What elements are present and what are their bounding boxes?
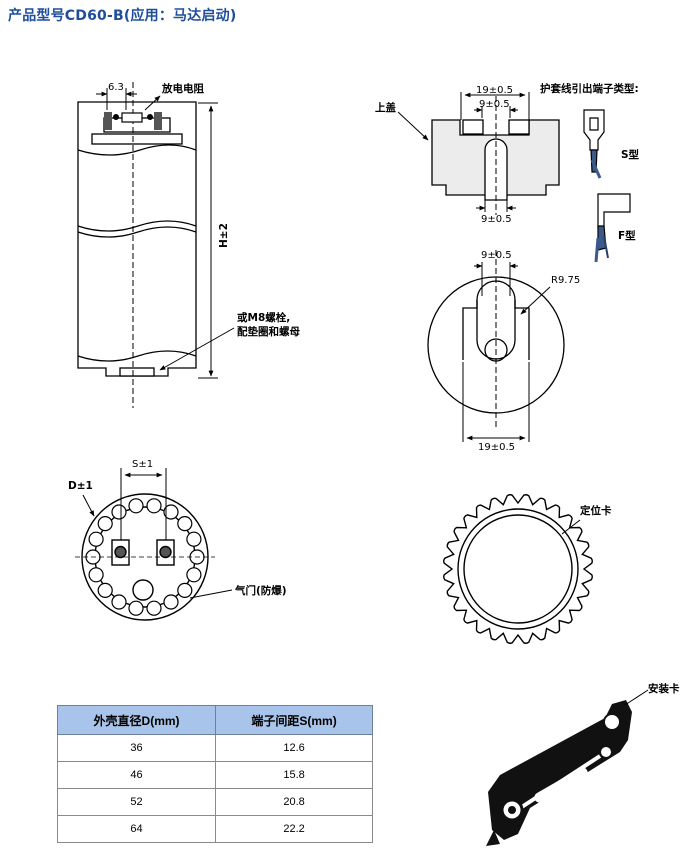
dim-width-63-label: 6.3 xyxy=(108,82,124,93)
capacitor-bottom-view xyxy=(75,493,215,621)
cell-spacing: 12.6 xyxy=(215,734,373,762)
vent-label: 气门(防爆) xyxy=(234,584,287,597)
diameter-label: D±1 xyxy=(68,480,93,492)
header-outer-diameter: 外壳直径D(mm) xyxy=(56,705,217,735)
cell-spacing: 22.2 xyxy=(215,815,373,843)
top-dim-outer-label: 19±0.5 xyxy=(476,85,513,96)
dim-height-label: H±2 xyxy=(218,223,230,248)
top-cover-view xyxy=(431,96,560,215)
top-dim-inner-label: 9±0.5 xyxy=(479,99,510,110)
locating-clip-leader xyxy=(561,519,581,535)
bolt-label-line1: 或M8螺栓, xyxy=(237,311,290,324)
cover-circle-view xyxy=(427,250,565,430)
bolt-label-line2: 配垫圈和螺母 xyxy=(237,325,300,338)
discharge-resistor xyxy=(104,112,162,130)
f-type-label: F型 xyxy=(618,229,636,242)
mounting-clip xyxy=(486,700,632,846)
page-title: 产品型号CD60-B(应用：马达启动) xyxy=(8,8,237,24)
table-row: 36 12.6 xyxy=(56,734,373,762)
cell-diameter: 52 xyxy=(56,788,217,816)
table-row: 64 22.2 xyxy=(56,815,373,843)
capacitor-side-view xyxy=(77,82,197,408)
bolt-leader xyxy=(159,327,235,371)
locating-clip xyxy=(443,494,593,644)
resistor-leader xyxy=(144,95,161,111)
dim-width-63 xyxy=(96,88,137,110)
cell-diameter: 64 xyxy=(56,815,217,843)
radius-label: R9.75 xyxy=(551,275,580,286)
top-cover-dims xyxy=(460,92,530,212)
s-type-terminal xyxy=(583,109,605,179)
top-cover-label: 上盖 xyxy=(375,101,396,114)
table-row: 52 20.8 xyxy=(56,788,373,816)
cell-diameter: 36 xyxy=(56,734,217,762)
header-terminal-spacing: 端子间距S(mm) xyxy=(215,705,373,735)
top-dim-bottom-label: 9±0.5 xyxy=(481,214,512,225)
bottom-view-dims xyxy=(82,468,233,599)
cell-spacing: 20.8 xyxy=(215,788,373,816)
cover-circle-dims xyxy=(462,262,551,442)
terminal-types-label: 护套线引出端子类型: xyxy=(540,82,639,95)
cell-spacing: 15.8 xyxy=(215,761,373,789)
dim-height xyxy=(198,102,218,379)
mounting-clip-leader xyxy=(624,689,649,706)
mounting-clip-label: 安装卡 xyxy=(648,682,680,695)
dimension-table: 外壳直径D(mm) 端子间距S(mm) 36 12.6 46 15.8 52 2… xyxy=(56,705,373,843)
table-header-row: 外壳直径D(mm) 端子间距S(mm) xyxy=(56,705,373,735)
circle-top-dim-label: 9±0.5 xyxy=(481,250,512,261)
f-type-terminal xyxy=(594,193,631,263)
cell-diameter: 46 xyxy=(56,761,217,789)
spacing-label: S±1 xyxy=(132,459,153,470)
s-type-label: S型 xyxy=(621,148,640,161)
circle-bottom-dim-label: 19±0.5 xyxy=(478,442,515,453)
table-row: 46 15.8 xyxy=(56,761,373,789)
top-cover-leader xyxy=(397,111,429,141)
discharge-resistor-label: 放电电阻 xyxy=(161,82,204,95)
locating-clip-label: 定位卡 xyxy=(579,504,612,517)
bottom-view-scallops xyxy=(85,498,205,616)
